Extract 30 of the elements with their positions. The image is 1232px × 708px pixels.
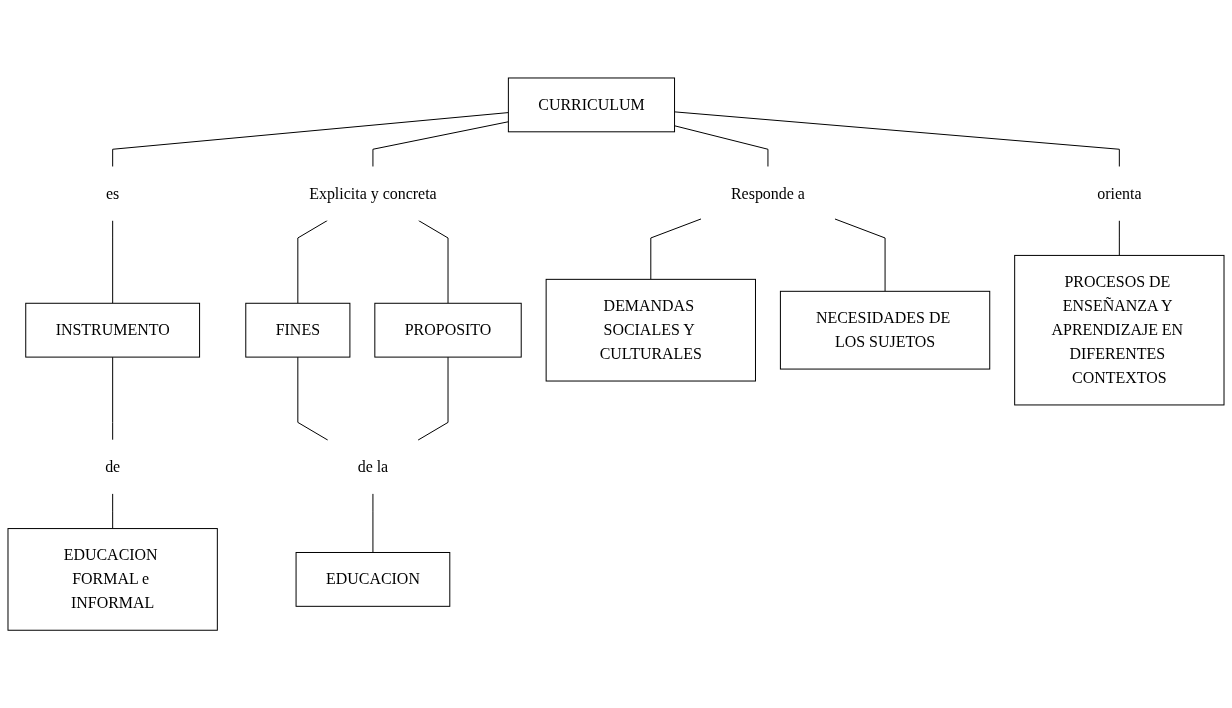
connector xyxy=(372,121,509,168)
connector xyxy=(112,356,114,441)
node-box: NECESIDADES DE LOS SUJETOS xyxy=(779,290,991,370)
node-box: EDUCACION xyxy=(295,551,451,607)
connector xyxy=(1118,219,1120,256)
node-box: PROCESOS DE ENSEÑANZA Y APRENDIZAJE EN DIFERENTES CONTEXTOS xyxy=(1014,254,1225,406)
node-text: de xyxy=(105,457,121,475)
connector xyxy=(112,219,114,304)
node-box: DEMANDAS SOCIALES Y CULTURALES xyxy=(545,278,756,382)
connector xyxy=(112,112,509,168)
node-text: Explicita y concreta xyxy=(309,184,437,202)
node-text: Responde a xyxy=(730,184,805,202)
node-text: orienta xyxy=(1097,184,1142,202)
connector xyxy=(297,356,329,441)
node-box: CURRICULUM xyxy=(507,77,676,133)
node-text: de la xyxy=(357,457,389,475)
connector xyxy=(674,111,1120,168)
node-box: EDUCACION FORMAL e INFORMAL xyxy=(7,527,218,631)
node-box: INSTRUMENTO xyxy=(25,302,201,358)
connector xyxy=(417,356,449,441)
connector xyxy=(297,219,328,304)
connector xyxy=(112,493,114,529)
connector xyxy=(650,218,702,280)
node-text: es xyxy=(106,184,120,202)
node-box: FINES xyxy=(245,302,351,358)
connector xyxy=(834,218,886,292)
connector xyxy=(674,125,769,168)
node-box: PROPOSITO xyxy=(374,302,522,358)
connector xyxy=(372,493,374,553)
connector xyxy=(418,219,449,304)
